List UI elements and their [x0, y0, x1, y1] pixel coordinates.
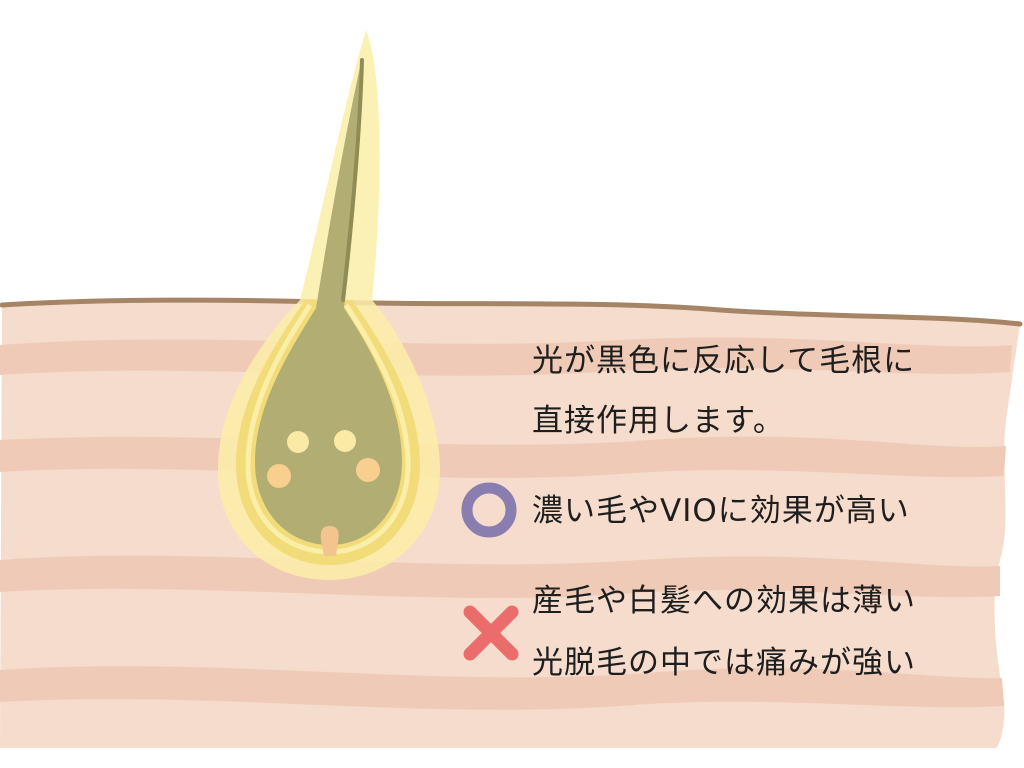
- disadvantage-line-1: 産毛や白髪への効果は薄い: [532, 583, 916, 619]
- melanin-dot: [334, 430, 356, 452]
- skin-band-3: [0, 555, 1000, 599]
- description-line-2: 直接作用します。: [532, 403, 785, 439]
- dermal-papilla: [320, 526, 339, 556]
- cross-icon: [463, 605, 519, 661]
- melanin-dot: [356, 458, 380, 482]
- skin-surface-line: [0, 297, 1023, 327]
- melanin-dot: [267, 464, 291, 488]
- disadvantage-line-2: 光脱毛の中では痛みが強い: [532, 645, 916, 681]
- circle-icon: [461, 482, 517, 538]
- hair-shaft: [255, 58, 402, 545]
- melanin-dot: [287, 431, 309, 453]
- description-line-1: 光が黒色に反応して毛根に: [532, 343, 916, 379]
- skin-band-4: [0, 666, 1004, 710]
- hair-shaft-highlight: [341, 58, 364, 302]
- advantage-text: 濃い毛やVIOに効果が高い: [532, 493, 910, 529]
